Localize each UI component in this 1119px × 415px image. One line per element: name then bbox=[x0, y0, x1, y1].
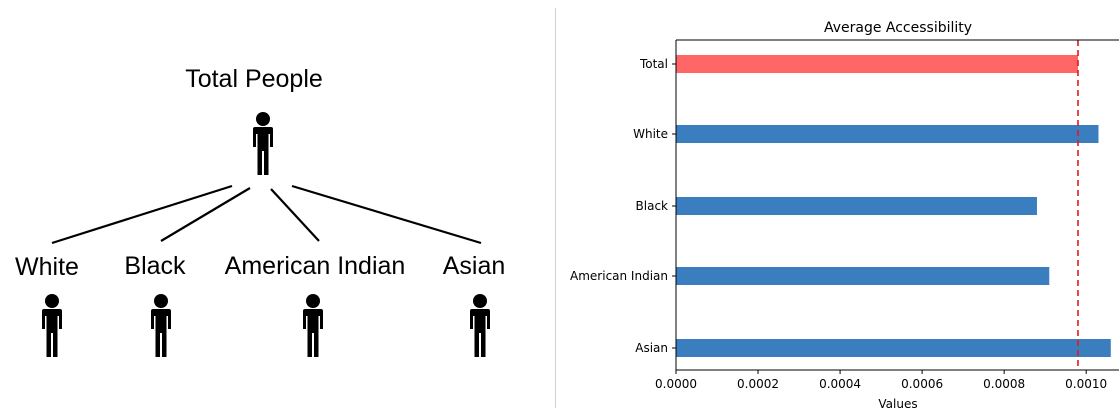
person-icon-white bbox=[42, 294, 62, 357]
diagram-child-label-american-indian: American Indian bbox=[225, 252, 406, 280]
connector-line-black bbox=[160, 187, 251, 242]
connector-line-white bbox=[51, 184, 233, 245]
x-tick-label-1: 0.0002 bbox=[737, 377, 779, 391]
panel-divider bbox=[555, 8, 556, 408]
x-tick-label-3: 0.0006 bbox=[901, 377, 943, 391]
x-tick-label-0: 0.0000 bbox=[655, 377, 697, 391]
y-tick-label-white: White bbox=[633, 127, 668, 141]
person-icon-american-indian bbox=[303, 294, 323, 357]
bar-asian bbox=[676, 339, 1111, 357]
y-tick-label-black: Black bbox=[636, 199, 669, 213]
person-icon-black bbox=[151, 294, 171, 357]
connector-line-american-indian bbox=[270, 188, 320, 242]
diagram-child-label-black: Black bbox=[124, 252, 186, 280]
x-tick-label-4: 0.0008 bbox=[983, 377, 1025, 391]
y-tick-label-american-indian: American Indian bbox=[570, 269, 668, 283]
diagram-child-label-white: White bbox=[15, 253, 79, 281]
x-axis-label: Values bbox=[878, 397, 917, 411]
x-tick-label-2: 0.0004 bbox=[819, 377, 861, 391]
chart-title: Average Accessibility bbox=[824, 20, 972, 36]
x-tick-label-5: 0.0010 bbox=[1065, 377, 1107, 391]
y-tick-label-asian: Asian bbox=[635, 341, 668, 355]
bar-black bbox=[676, 197, 1037, 215]
bar-total bbox=[676, 55, 1078, 73]
y-tick-label-total: Total bbox=[639, 57, 668, 71]
diagram-child-label-asian: Asian bbox=[443, 252, 506, 280]
bar-white bbox=[676, 125, 1099, 143]
population-diagram: Total People White Black American Indian… bbox=[15, 65, 506, 357]
person-icon-root bbox=[253, 112, 273, 175]
bar-american-indian bbox=[676, 267, 1050, 285]
person-icon-asian bbox=[470, 294, 490, 357]
diagram-root-label: Total People bbox=[185, 65, 323, 93]
connector-line-asian bbox=[291, 184, 482, 245]
